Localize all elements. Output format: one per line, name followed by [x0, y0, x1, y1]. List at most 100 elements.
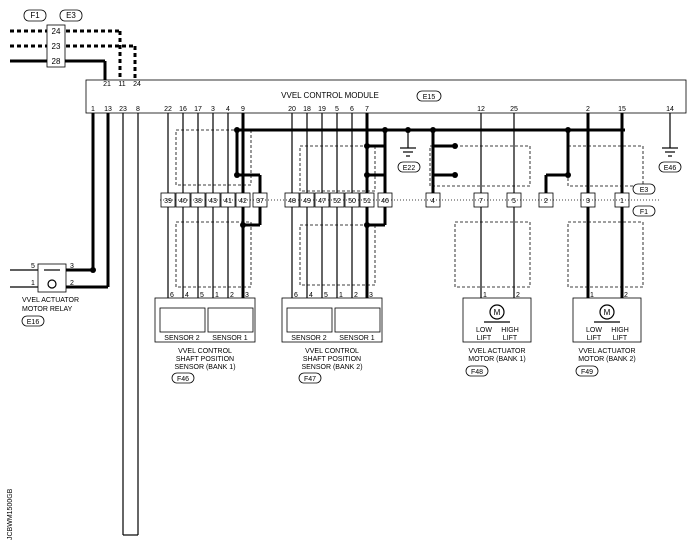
diagram-code: JCBWM1500GB: [7, 488, 14, 540]
sensor2-ref: F47: [304, 376, 316, 383]
relay-label-2: MOTOR RELAY: [22, 306, 73, 313]
module-pin-6: 6: [350, 106, 354, 113]
sensor2-label-1: VVEL CONTROL: [305, 348, 359, 355]
motor2-ref: F49: [581, 369, 593, 376]
relay-pin-2: 2: [70, 280, 74, 287]
actuator-motor-bank-1: M LOW HIGH LIFT LIFT VVEL ACTUATOR MOTOR…: [462, 297, 532, 377]
connector-pin-1: 1: [620, 198, 624, 205]
harness-connector-refs: F1 E3: [23, 9, 83, 22]
motor-relay: 5 3 1 2 VVEL ACTUATOR MOTOR RELAY E16: [21, 263, 79, 327]
connector-pin-48: 48: [288, 198, 296, 205]
motor1-m: M: [494, 308, 501, 317]
motor1-lift: LIFT: [477, 335, 492, 342]
connector-pin-2: 2: [544, 198, 548, 205]
motor1-lift-2: LIFT: [503, 335, 518, 342]
sensor2-pin-5: 5: [324, 292, 328, 299]
sensor1-pin-5: 5: [200, 292, 204, 299]
motor1-label-1: VVEL ACTUATOR: [468, 348, 525, 355]
ground-e46: E46: [658, 113, 682, 173]
module-pin-15: 15: [618, 106, 626, 113]
harness-pin-23: 23: [52, 42, 61, 51]
module-pin-4: 4: [226, 106, 230, 113]
sensor2-pin-1: 1: [339, 292, 343, 299]
sensor2-pin-2: 2: [354, 292, 358, 299]
ref-f1: F1: [30, 11, 40, 20]
motor2-lift: LIFT: [587, 335, 602, 342]
connector-pin-46: 46: [381, 198, 389, 205]
harness-pin-24: 24: [52, 27, 61, 36]
connector-pin-37: 37: [256, 198, 264, 205]
vvel-control-module-box: [85, 79, 687, 114]
module-pin-17: 17: [194, 106, 202, 113]
ref-badge-f1: [23, 9, 47, 22]
sensor-bank-2: SENSOR 2 SENSOR 1 VVEL CONTROL SHAFT POS…: [281, 297, 383, 384]
sensor2-label-2: SHAFT POSITION: [303, 356, 361, 363]
ref-badge-e3r: [632, 183, 656, 195]
connector-pin-39: 39: [164, 198, 172, 205]
relay-pin-1: 1: [31, 280, 35, 287]
sensor2-label-3: SENSOR (BANK 2): [301, 364, 362, 371]
module-pin-19: 19: [318, 106, 326, 113]
connector-pin-49: 49: [303, 198, 311, 205]
connector-pin-42: 42: [239, 198, 247, 205]
harness-connector-block: 24 23 28: [46, 24, 66, 68]
module-pin-16: 16: [179, 106, 187, 113]
relay-label-1: VVEL ACTUATOR: [22, 297, 79, 304]
sensor1-ref: F46: [177, 376, 189, 383]
module-pin-25: 25: [510, 106, 518, 113]
ref-f1-right: F1: [640, 209, 648, 216]
sensor1-pin-1: 1: [215, 292, 219, 299]
module-pin-9: 9: [241, 106, 245, 113]
module-pin-12: 12: [477, 106, 485, 113]
connector-pin-50: 50: [348, 198, 356, 205]
module-pin-18: 18: [303, 106, 311, 113]
relay-pin-5: 5: [31, 263, 35, 270]
motor2-label-1: VVEL ACTUATOR: [578, 348, 635, 355]
connector-pin-4: 4: [431, 198, 435, 205]
sensor1-pin-4: 4: [185, 292, 189, 299]
module-pin-23: 23: [119, 106, 127, 113]
connector-pin-38: 38: [194, 198, 202, 205]
actuator-motor-bank-2: M LOW HIGH LIFT LIFT VVEL ACTUATOR MOTOR…: [572, 297, 642, 377]
module-pin-13: 13: [104, 106, 112, 113]
ref-e3-right: E3: [640, 187, 649, 194]
module-pin-7: 7: [365, 106, 369, 113]
ref-badge-e3: [59, 9, 83, 22]
harness-pin-28: 28: [52, 57, 61, 66]
module-pin-20: 20: [288, 106, 296, 113]
connector-pin-43: 43: [209, 198, 217, 205]
motor2-lift-2: LIFT: [613, 335, 628, 342]
sensor-bank-1: SENSOR 2 SENSOR 1 VVEL CONTROL SHAFT POS…: [154, 297, 256, 384]
motor2-low: LOW: [586, 327, 602, 334]
module-pin-24: 24: [133, 81, 141, 88]
sensor1-pin-6: 6: [170, 292, 174, 299]
motor2-label-2: MOTOR (BANK 2): [578, 356, 635, 363]
connector-pin-51: 51: [363, 198, 371, 205]
relay-wires: [10, 113, 139, 536]
motor1-low: LOW: [476, 327, 492, 334]
connector-pin-5: 5: [512, 198, 516, 205]
relay-ref: E16: [27, 319, 40, 326]
sensor2-pin-4: 4: [309, 292, 313, 299]
module-label: VVEL CONTROL MODULE: [281, 91, 379, 100]
module-pin-1: 1: [91, 106, 95, 113]
connector-pin-52: 52: [333, 198, 341, 205]
module-pin-5: 5: [335, 106, 339, 113]
module-pin-3: 3: [211, 106, 215, 113]
connector-pin-7: 7: [479, 198, 483, 205]
module-pin-22: 22: [164, 106, 172, 113]
motor1-pin-1: 1: [483, 292, 487, 299]
motor1-pin-2: 2: [516, 292, 520, 299]
connector-pin-47: 47: [318, 198, 326, 205]
sensor1-label-3: SENSOR (BANK 1): [174, 364, 235, 371]
sensor2-s1: SENSOR 1: [339, 335, 375, 342]
relay-pin-3: 3: [70, 263, 74, 270]
signal-wires: [167, 113, 624, 298]
harness-wires: [10, 29, 137, 80]
motor2-pin-1: 1: [590, 292, 594, 299]
motor2-pin-2: 2: [624, 292, 628, 299]
